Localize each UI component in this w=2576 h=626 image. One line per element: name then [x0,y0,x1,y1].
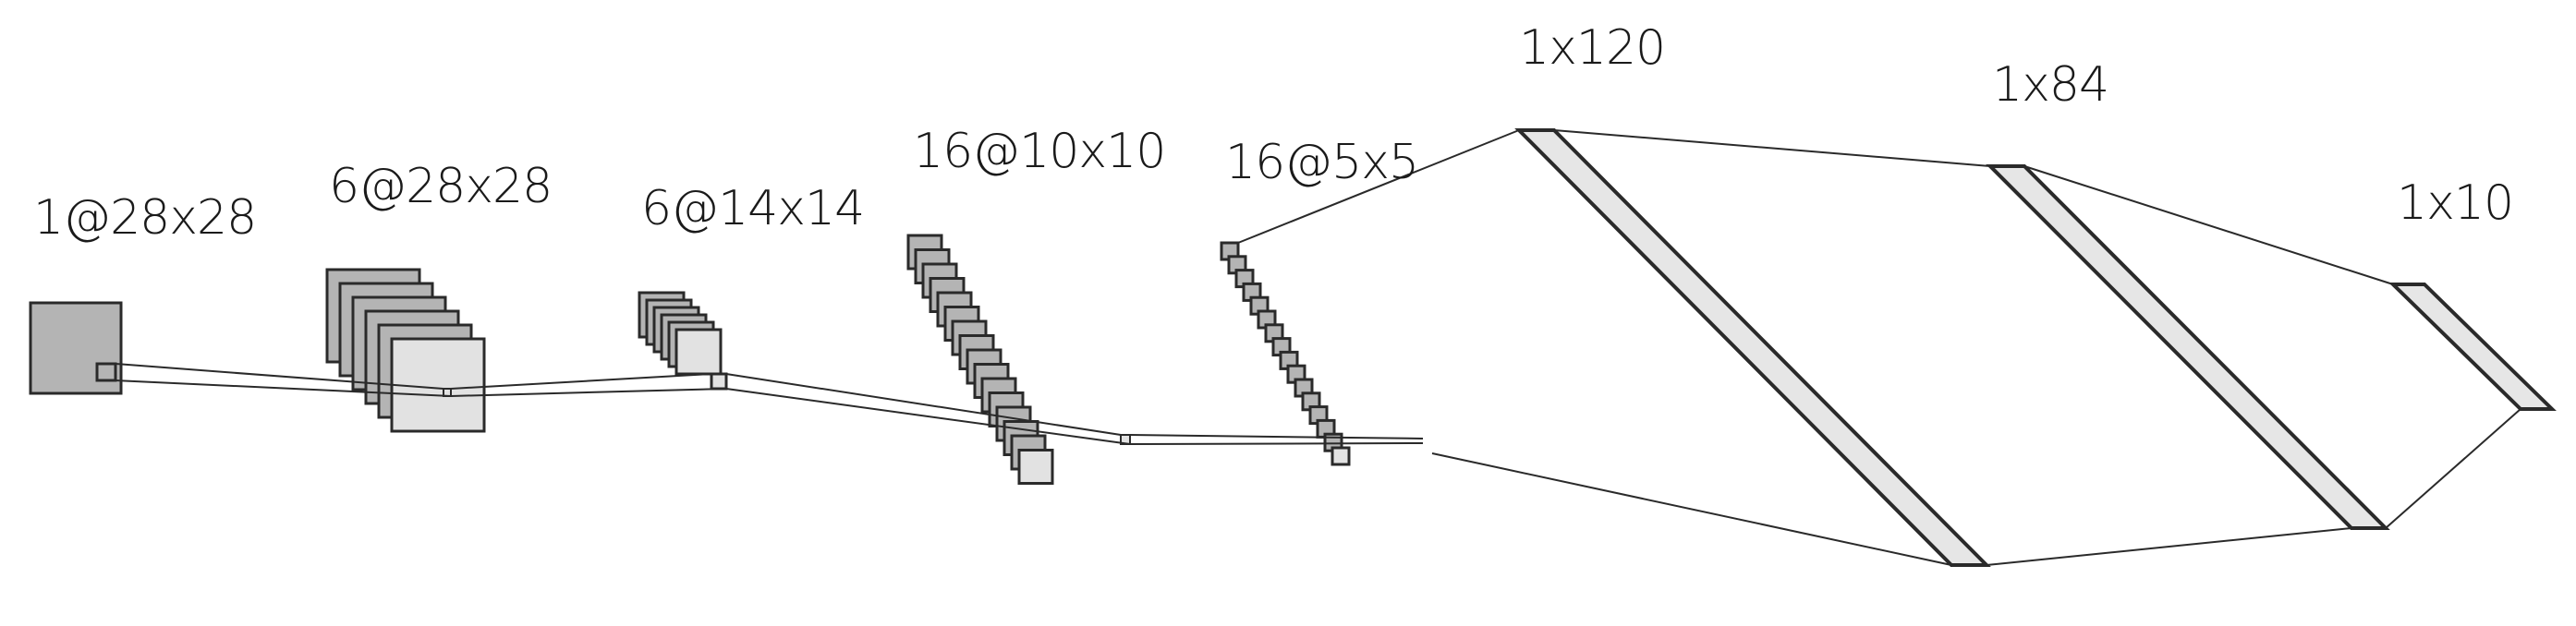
layer-label-fc2: 1x84 [1992,57,2109,113]
input-feature-map [29,301,123,395]
connection-fc2-output-top [2023,165,2394,285]
conv2-feature-map-16 [1017,449,1054,485]
connection-pool2-fc1-bottom [1431,452,1952,566]
connection-conv2-pool2-top [1129,434,1424,439]
layer-label-input: 1@28x28 [33,190,257,246]
layer-label-pool1: 6@14x14 [641,181,865,236]
connection-input-conv1-bottom [115,379,452,397]
connection-pool2-fc1-top [1237,129,1520,244]
layer-label-conv1: 6@28x28 [329,159,553,214]
input-kernel-window [95,362,117,382]
fc2-dense-layer [1986,164,2390,530]
layer-label-conv2: 16@10x10 [913,124,1166,179]
connection-pool1-conv2-top [725,373,1122,436]
connection-fc1-fc2-top [1553,129,1991,167]
layer-label-pool2: 16@5x5 [1225,135,1419,190]
connection-fc1-fc2-bottom [1986,527,2352,566]
layer-label-output: 1x10 [2397,175,2514,231]
connection-conv2-pool2-bottom [1129,442,1424,445]
layer-label-fc1: 1x120 [1519,20,1666,76]
pool2-feature-map-16 [1331,446,1351,466]
connection-conv1-pool1-top [450,373,712,390]
conv1-feature-map-6 [390,337,486,433]
pool1-feature-map-6 [674,328,723,376]
connection-input-conv1-top [115,363,444,390]
pool1-kernel-window [710,372,728,391]
connection-fc2-output-bottom [2385,408,2521,529]
output-dense-layer [2388,283,2557,411]
connection-pool1-conv2-bottom [725,388,1131,445]
fc1-dense-layer [1514,128,1991,567]
connection-conv1-pool1-bottom [450,388,727,397]
